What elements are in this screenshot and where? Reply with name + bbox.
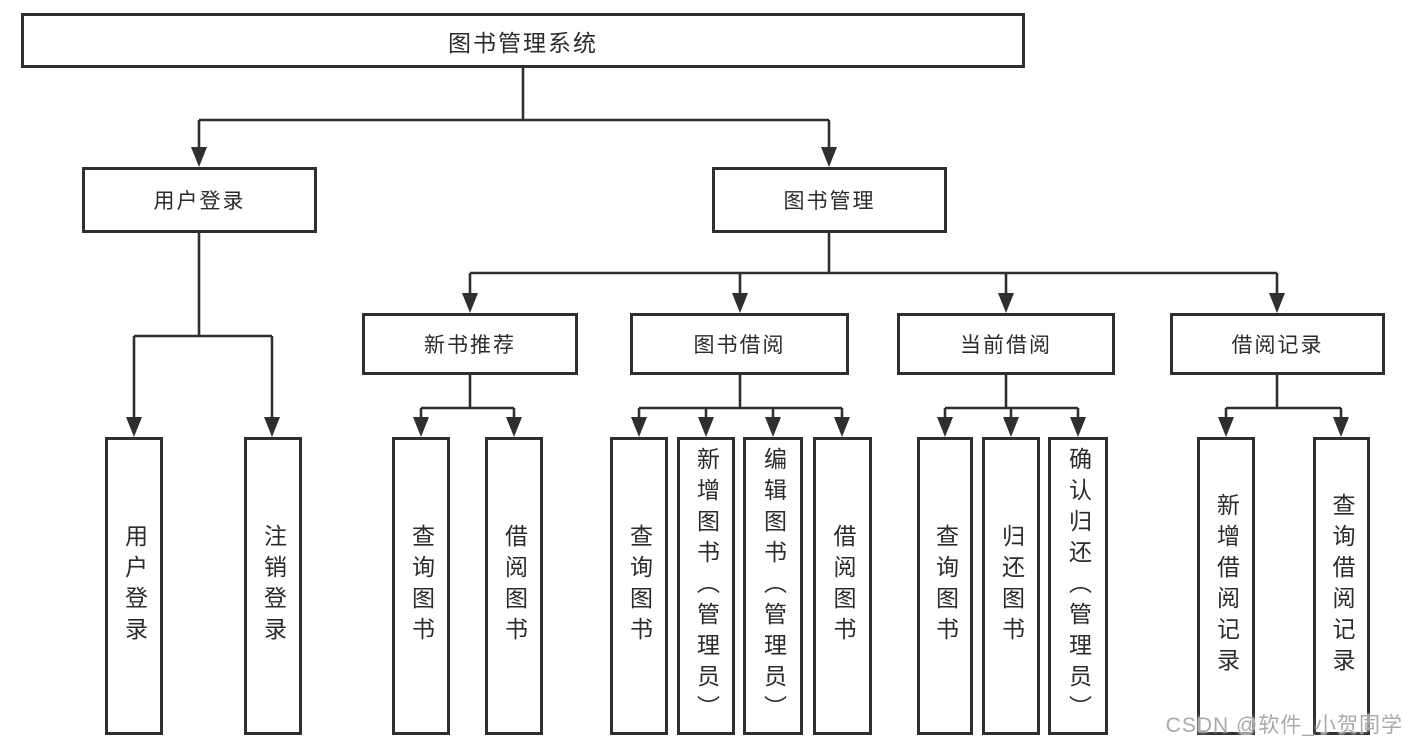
node-label: 当前借阅 [960,334,1052,357]
leaf-return-book: 归还图书 [982,437,1040,735]
leaf-label: 用户登录 [121,524,148,648]
leaf-logout: 注销登录 [244,437,302,735]
leaf-edit-book-admin: 编辑图书（管理员） [743,437,803,735]
leaf-user-login: 用户登录 [105,437,163,735]
node-book-borrow: 图书借阅 [630,313,849,375]
leaf-label: 查询借阅记录 [1329,493,1355,679]
leaf-borrow-book-2: 借阅图书 [813,437,872,735]
leaf-query-book-3: 查询图书 [917,437,973,735]
leaf-label: 注销登录 [260,524,287,648]
node-label: 图书管理 [783,190,876,213]
leaf-query-record: 查询借阅记录 [1313,437,1370,735]
leaf-borrow-book-1: 借阅图书 [485,437,543,735]
leaf-query-book-1: 查询图书 [392,437,450,735]
node-label: 新书推荐 [424,334,516,357]
node-new-book-recommend: 新书推荐 [362,313,578,375]
leaf-query-book-2: 查询图书 [610,437,668,735]
node-user-login: 用户登录 [82,167,317,233]
leaf-label: 确认归还（管理员） [1065,446,1092,726]
leaf-label: 新增借阅记录 [1213,493,1240,679]
leaf-add-record: 新增借阅记录 [1197,437,1255,735]
leaf-label: 查询图书 [626,524,653,648]
csdn-watermark: CSDN @软件_小贺同学 [1165,714,1403,737]
leaf-label: 借阅图书 [830,524,856,648]
leaf-label: 编辑图书（管理员） [760,446,787,726]
node-root-library-system: 图书管理系统 [21,13,1025,68]
leaf-add-book-admin: 新增图书（管理员） [677,437,735,735]
node-label: 借阅记录 [1231,334,1324,357]
node-current-borrow: 当前借阅 [897,313,1115,375]
node-label: 图书管理系统 [448,29,598,56]
leaf-label: 借阅图书 [501,524,528,648]
node-book-management: 图书管理 [712,167,947,233]
leaf-label: 查询图书 [932,524,959,648]
arrowheads [126,147,1349,437]
leaf-label: 归还图书 [998,524,1025,648]
leaf-label: 查询图书 [408,524,435,648]
node-label: 图书借阅 [693,334,786,357]
leaf-label: 新增图书（管理员） [693,446,720,726]
node-label: 用户登录 [153,190,246,213]
node-borrow-records: 借阅记录 [1170,313,1385,375]
leaf-confirm-return: 确认归还（管理员） [1048,437,1108,735]
